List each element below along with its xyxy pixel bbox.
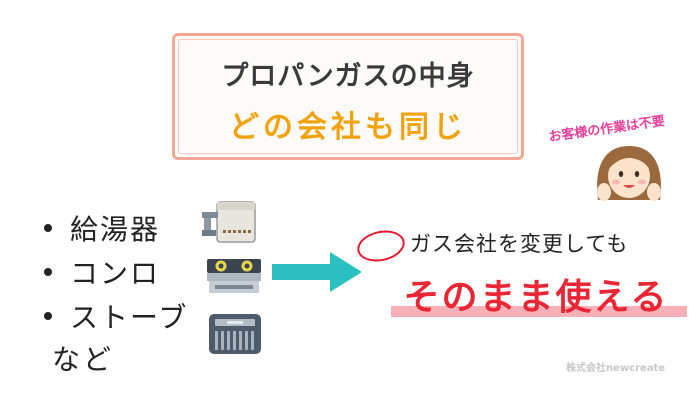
list-item: 給湯器 (44, 206, 188, 250)
list-item: ストーブ (44, 294, 188, 338)
heater-icon (209, 314, 261, 354)
gas-change-text: ガス会社を変更しても (410, 232, 629, 256)
title-box: プロパンガスの中身 どの会社も同じ (172, 33, 524, 160)
woman-illustration-icon (597, 146, 661, 201)
bullet-label-water-heater: 給湯器 (70, 213, 161, 246)
water-heater-icon (202, 201, 256, 243)
bullet-label-stove: コンロ (70, 257, 161, 290)
bullet-dot (44, 224, 52, 232)
usable-text: そのまま使える (403, 277, 669, 318)
gas-stove-icon (207, 259, 261, 293)
bullet-dot (44, 268, 52, 276)
company-watermark: 株式会社newcreate (566, 363, 666, 374)
title-heading: プロパンガスの中身 (221, 61, 475, 92)
appliance-list: 給湯器 コンロ ストーブ (44, 206, 188, 338)
highlight-underline (391, 306, 687, 317)
bullet-dot (44, 312, 52, 320)
etc-label: など (52, 343, 115, 376)
usable-block: そのまま使える (385, 268, 687, 324)
list-item: コンロ (44, 250, 188, 294)
right-arrow-icon (272, 252, 362, 292)
bullet-label-heater: ストーブ (70, 301, 189, 334)
title-subheading: どの会社も同じ (229, 110, 467, 145)
